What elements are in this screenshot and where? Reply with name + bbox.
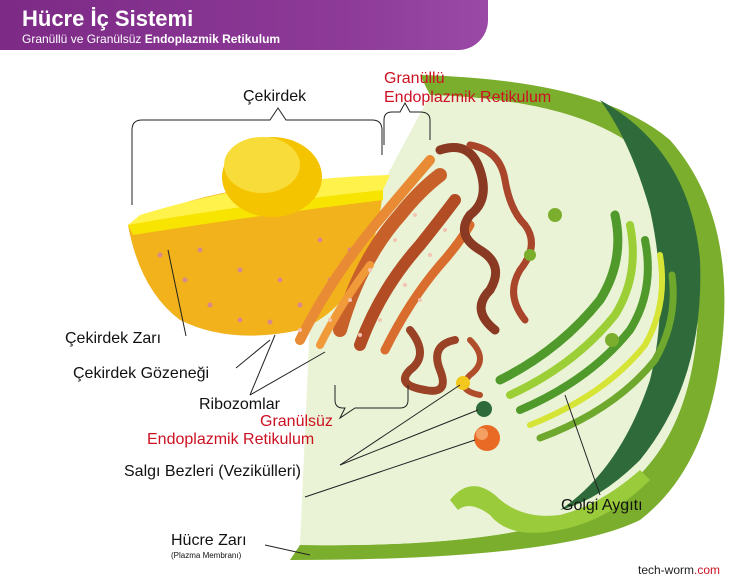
brace-cekirdek xyxy=(131,107,383,205)
leader-lines xyxy=(131,101,601,556)
site-credit: tech-worm.com xyxy=(638,563,720,577)
ribosomes xyxy=(298,213,447,337)
title-banner: Hücre İç Sistemi Granüllü ve Granülsüz E… xyxy=(0,0,488,50)
nucleolus-highlight xyxy=(224,137,300,193)
vesicles xyxy=(456,208,619,451)
page-title: Hücre İç Sistemi xyxy=(22,6,194,31)
label-granulsuz-2: Endoplazmik Retikulum xyxy=(147,431,315,448)
cell-wall-dark xyxy=(560,100,701,510)
label-salgi: Salgı Bezleri (Vezikülleri) xyxy=(124,463,301,480)
label-golgi: Golgi Aygıtı xyxy=(561,497,643,514)
subtitle-plain: Granüllü ve Granülsüz xyxy=(22,32,145,46)
label-granullu-2: Endoplazmik Retikulum xyxy=(384,89,552,106)
rough-er xyxy=(295,155,475,355)
label-plazma: (Plazma Membranı) xyxy=(171,551,242,560)
brace-granulsuz xyxy=(334,385,409,420)
subtitle-bold: Endoplazmik Retikulum xyxy=(144,32,281,46)
label-granullu-1: Granüllü xyxy=(384,70,445,87)
brace-granullu xyxy=(383,101,431,145)
golgi xyxy=(495,210,677,442)
credit-domain: .com xyxy=(694,563,721,577)
smooth-er xyxy=(401,141,535,398)
label-cekirdek-zari: Çekirdek Zarı xyxy=(65,330,162,347)
page-subtitle: Granüllü ve Granülsüz Endoplazmik Retiku… xyxy=(22,32,280,46)
label-hucre-zari: Hücre Zarı xyxy=(171,532,247,549)
label-cekirdek: Çekirdek xyxy=(243,88,307,105)
label-ribozomlar: Ribozomlar xyxy=(199,396,280,413)
label-cekirdek-gozenegi: Çekirdek Gözeneği xyxy=(73,365,210,382)
credit-site: tech-worm xyxy=(638,563,695,577)
label-granulsuz-1: Granülsüz xyxy=(260,413,333,430)
membrane-bulge xyxy=(450,470,650,533)
